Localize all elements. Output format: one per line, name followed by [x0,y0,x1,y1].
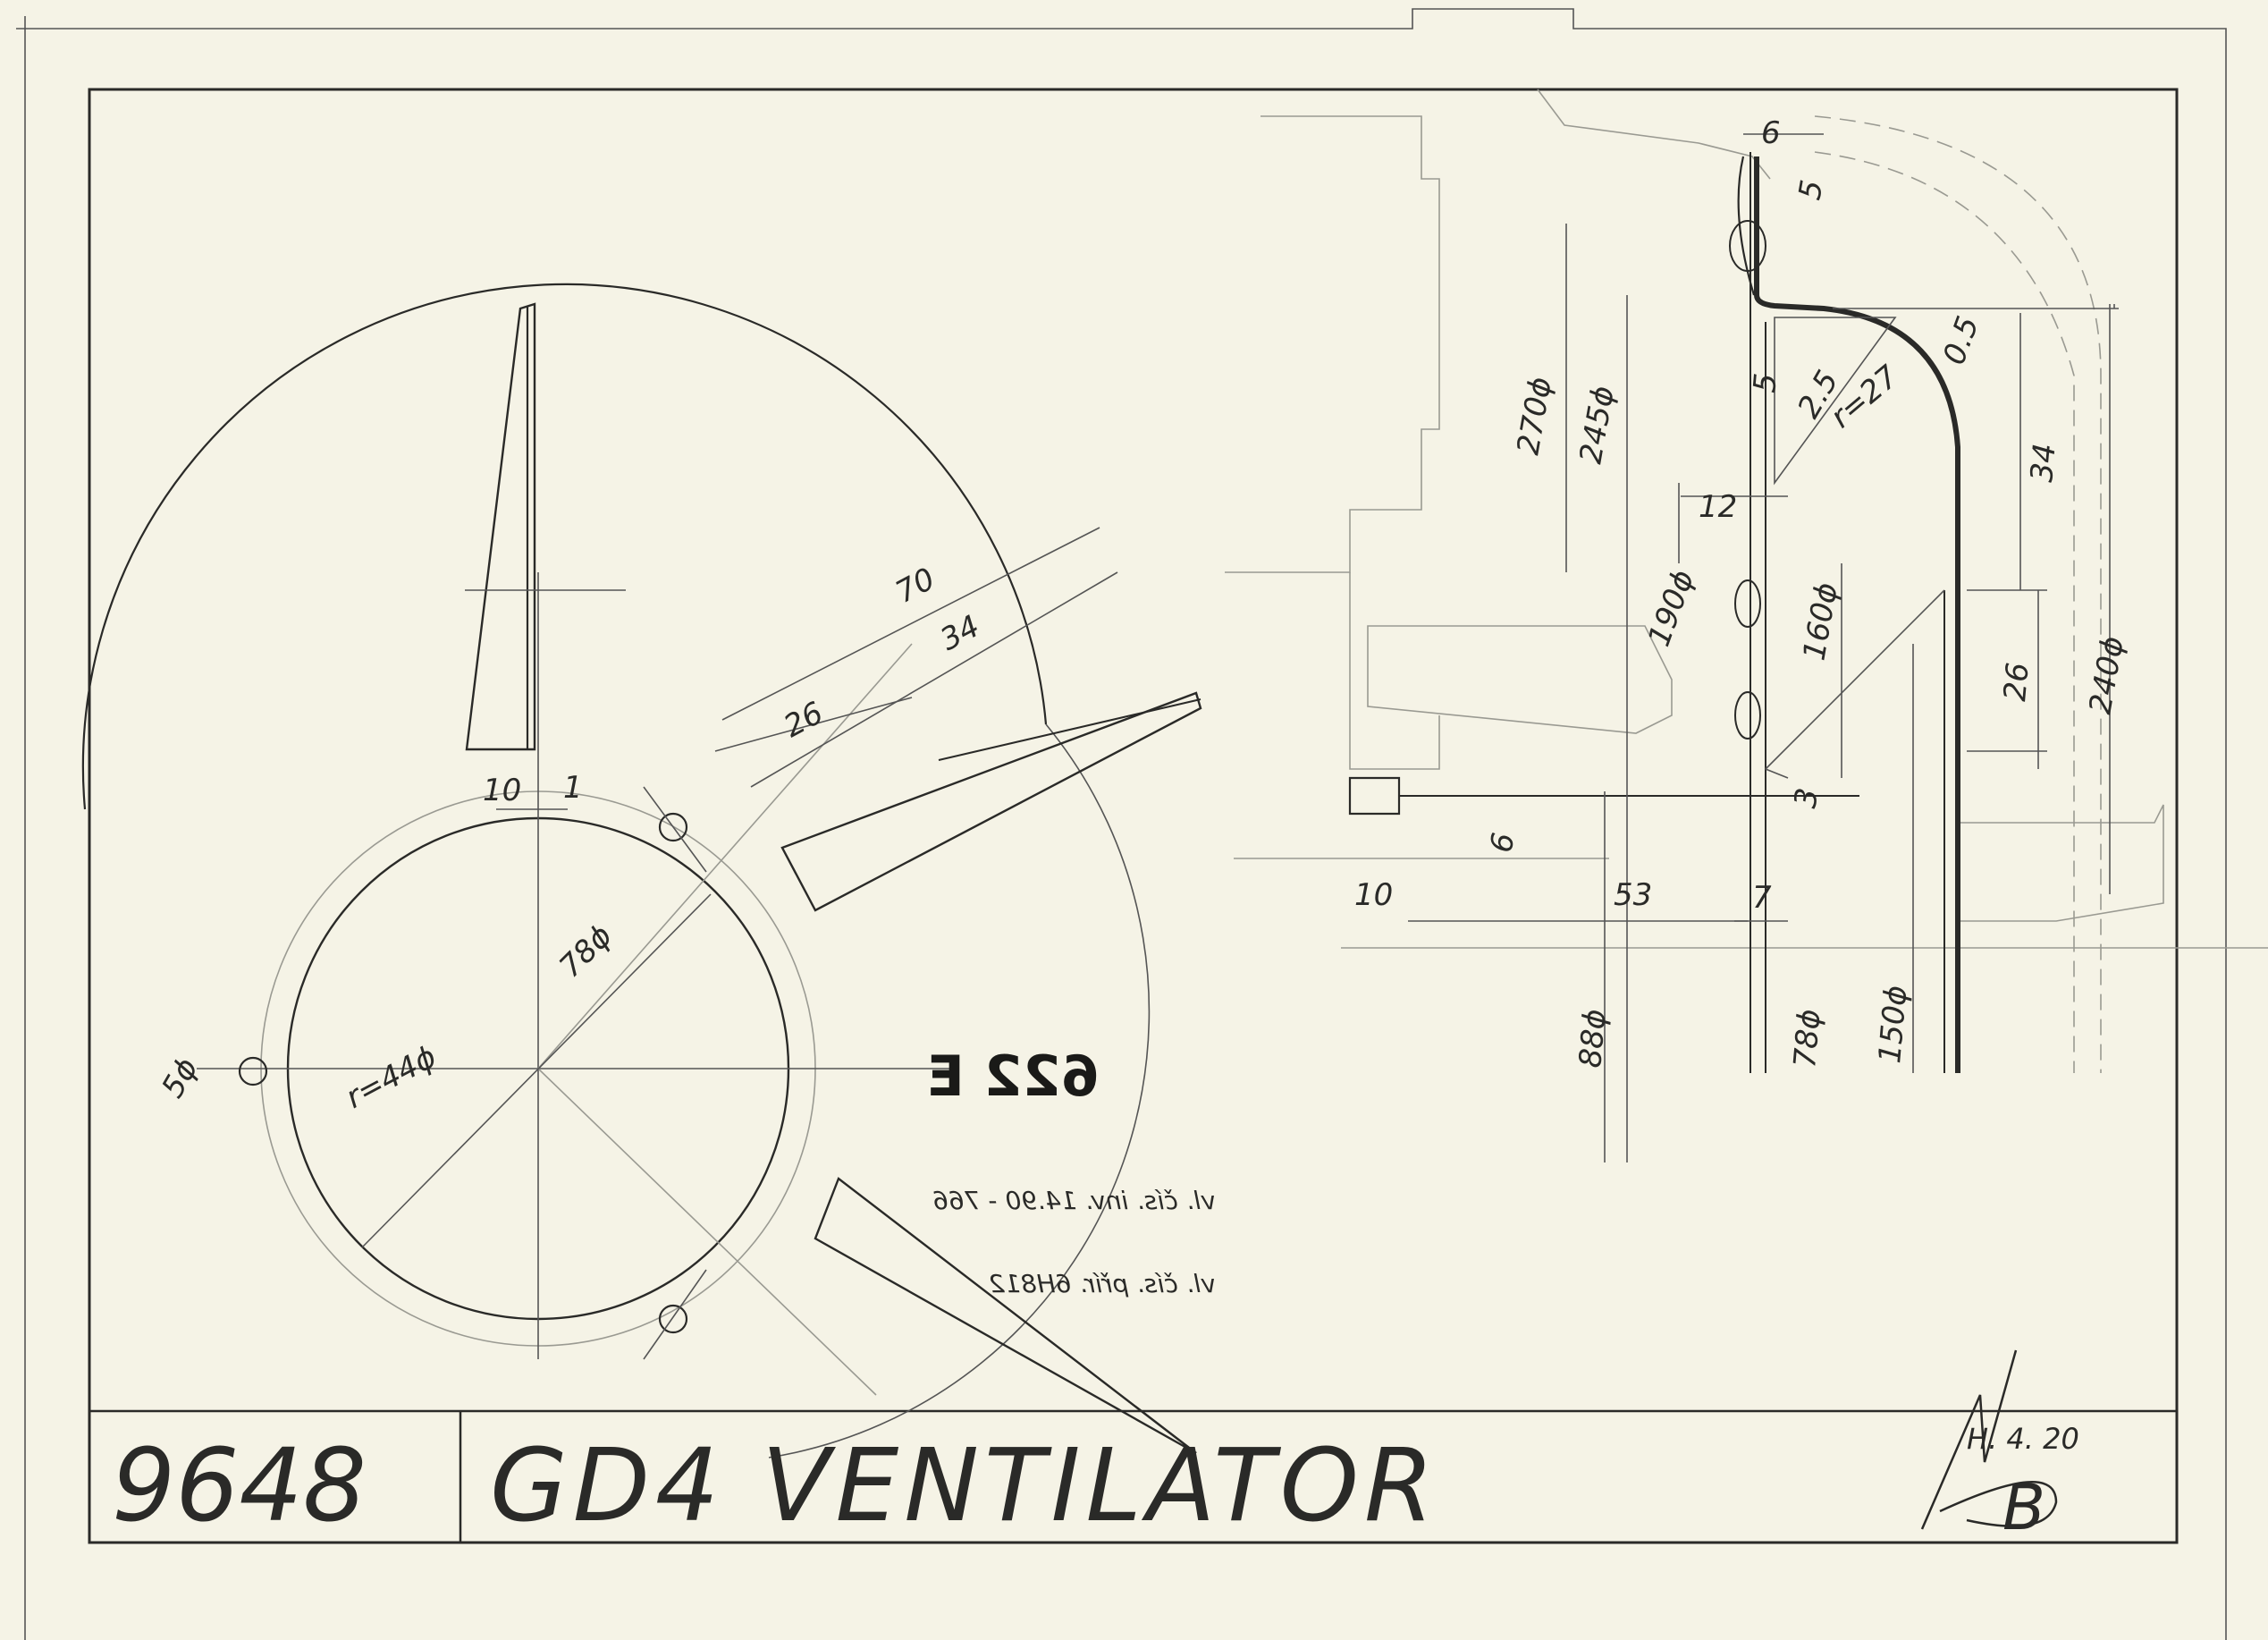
dim-blade-gap: 1 [563,770,583,806]
archive-stamp: 622 E vl. čís. inv. 14.90 - 766 vl. čís.… [927,1044,1216,1298]
dim-6-top: 6 [1761,115,1781,151]
dim-blade-width: 10 [483,773,521,808]
dim-radius-44: r=44ϕ [340,1039,442,1116]
dim-78-right: 78ϕ [1787,1008,1828,1069]
signature-date: H. 4. 20 [1967,1422,2079,1456]
dim-70: 70 [889,561,940,611]
dim-3: 3 [1787,785,1825,810]
dim-26: 26 [778,695,829,745]
right-view: 6 5 270ϕ 245ϕ 2.5 r=27 0.5 34 12 5 190ϕ … [1225,89,2268,1162]
dim-26-right: 26 [1997,661,2036,703]
dim-53: 53 [1614,877,1652,913]
dim-88: 88ϕ [1572,1008,1614,1069]
dim-6-bottom: 6 [1483,830,1522,855]
sheet-frame [16,8,2227,1640]
drawing-title: GD4 VENTILATOR [490,1428,1439,1544]
drawing-number: 9648 [112,1428,367,1544]
dim-5-top: 5 [1792,177,1830,202]
dim-0-5: 0.5 [1936,312,1986,369]
dim-240: 240ϕ [2082,634,2131,717]
dim-7: 7 [1752,880,1772,916]
dim-190: 190ϕ [1641,565,1701,651]
dim-34: 34 [934,608,985,658]
stamp-line-accession: vl. čís. přír. 6H812 [989,1269,1216,1298]
dim-5-mid: 5 [1747,372,1784,394]
dim-245: 245ϕ [1572,384,1622,467]
approval-signature: H. 4. 20 B [1920,1349,2079,1544]
dim-34-right: 34 [2024,442,2063,484]
dim-r27: r=27 [1824,359,1906,435]
dim-160: 160ϕ [1796,580,1845,664]
dim-12: 12 [1699,489,1737,525]
dim-270: 270ϕ [1510,375,1559,458]
dim-hole-5: 5ϕ [155,1052,206,1103]
stamp-code: 622 E [927,1044,1100,1109]
dim-10-right: 10 [1354,877,1393,913]
dim-150: 150ϕ [1872,984,1914,1064]
signature-mark: B [2002,1471,2045,1544]
title-block: 9648 GD4 VENTILATOR [112,1428,1439,1544]
dim-hub-78: 78ϕ [552,918,620,985]
stamp-line-inventory: vl. čís. inv. 14.90 - 766 [932,1186,1216,1215]
